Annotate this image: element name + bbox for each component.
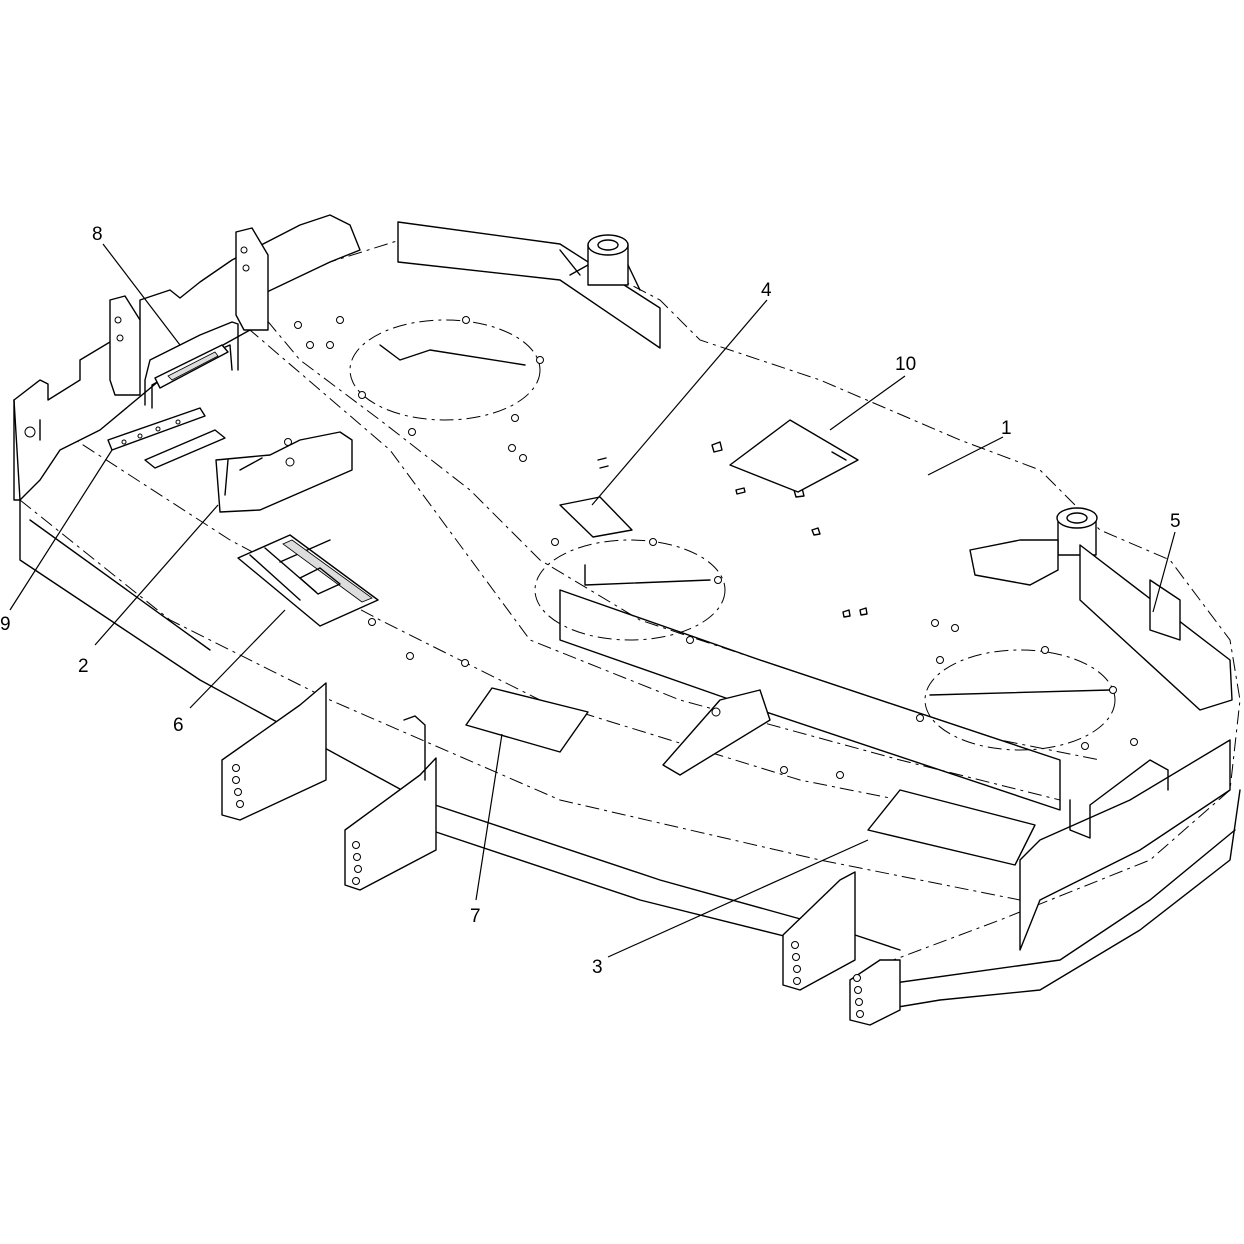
decal-adjustable-baffle	[237, 534, 379, 627]
callout-4: 4	[761, 280, 772, 301]
decal-height-of-cut	[107, 407, 226, 469]
right-spindle	[969, 507, 1098, 586]
leader-10	[829, 375, 906, 431]
decal-small-strip	[559, 496, 633, 538]
callout-6: 6	[173, 715, 184, 736]
callout-7: 7	[470, 906, 481, 927]
leader-6	[189, 609, 286, 709]
callout-8: 8	[92, 224, 103, 245]
callout-2: 2	[78, 656, 89, 677]
leader-5	[1152, 531, 1176, 613]
mount-brackets	[109, 227, 901, 1026]
decal-brand	[729, 419, 859, 493]
decal-front-right	[867, 789, 1036, 866]
leader-7	[475, 733, 503, 901]
blade-openings	[349, 319, 1116, 751]
deck-handle	[144, 321, 239, 409]
leader-1	[927, 436, 1004, 476]
leader-9	[9, 449, 113, 611]
leader-4	[591, 299, 768, 506]
callout-5: 5	[1170, 511, 1181, 532]
deck-holes	[284, 316, 1138, 779]
callout-3: 3	[592, 957, 603, 978]
callout-10: 10	[895, 354, 916, 375]
callout-labels: 1 2 3 4 5 6 7 8 9 10	[0, 224, 1181, 978]
leader-2	[94, 504, 219, 646]
deck-tabs	[597, 441, 868, 618]
leader-3	[607, 839, 869, 958]
decal-front-center	[465, 687, 589, 753]
rear-spindle	[569, 234, 641, 291]
callout-1: 1	[1001, 418, 1012, 439]
mower-deck	[13, 214, 1241, 1011]
leader-8	[102, 243, 181, 346]
callout-9: 9	[0, 614, 11, 635]
leader-lines	[9, 243, 1176, 958]
